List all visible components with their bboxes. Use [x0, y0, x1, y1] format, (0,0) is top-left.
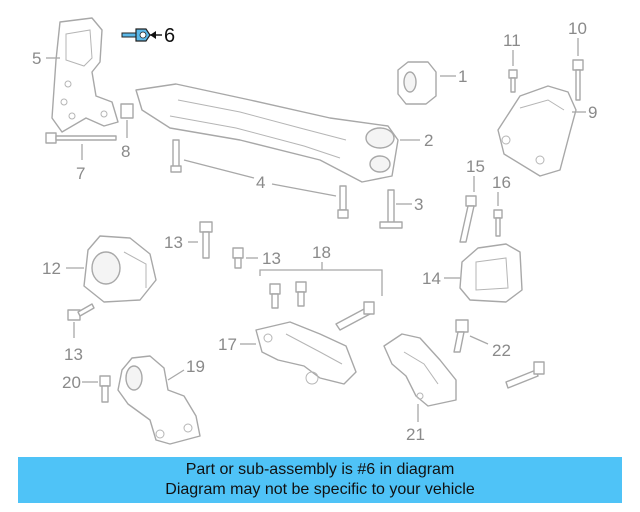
- part-2-crossmember[interactable]: [135, 83, 399, 183]
- callout-8: 8: [121, 142, 130, 161]
- callout-23: 22: [492, 341, 511, 360]
- banner-line-2: Diagram may not be specific to your vehi…: [165, 481, 475, 498]
- part-12-mount[interactable]: [83, 235, 157, 303]
- part-8-nut[interactable]: [120, 103, 134, 119]
- part-3-bracket[interactable]: [379, 189, 403, 229]
- info-banner: Part or sub-assembly is #6 in diagram Di…: [18, 457, 622, 503]
- callout-17: 16: [492, 173, 511, 192]
- part-1-mount[interactable]: [397, 61, 437, 105]
- part-23-bolts[interactable]: [453, 319, 545, 389]
- callout-6: 6: [164, 25, 175, 47]
- callout-13a: 13: [262, 249, 281, 268]
- part-10-bolt[interactable]: [572, 59, 584, 101]
- callout-3: 3: [414, 195, 423, 214]
- part-6-bolt[interactable]: [121, 28, 151, 42]
- part-17-bolt[interactable]: [493, 209, 503, 237]
- part-19-group[interactable]: [259, 269, 383, 331]
- callout-13b: 13: [64, 345, 83, 364]
- callout-19: 18: [312, 243, 331, 262]
- callout-12: 12: [42, 259, 61, 278]
- callout-15: 14: [422, 269, 441, 288]
- callout-10: 10: [568, 19, 587, 38]
- part-4-bolts[interactable]: [170, 139, 349, 219]
- part-16-bolt[interactable]: [459, 195, 477, 243]
- part-7-bolt[interactable]: [45, 132, 117, 144]
- part-20-mount[interactable]: [117, 355, 201, 445]
- callout-7: 7: [76, 164, 85, 183]
- banner-line-1: Part or sub-assembly is #6 in diagram: [185, 461, 455, 478]
- callout-4: 4: [256, 173, 265, 192]
- part-22-bracket[interactable]: [383, 333, 457, 407]
- callout-2: 2: [424, 131, 433, 150]
- part-18-bracket[interactable]: [255, 321, 357, 385]
- part-5-bracket[interactable]: [51, 17, 119, 133]
- part-11-bolt[interactable]: [508, 69, 518, 93]
- callout-21: 20: [62, 373, 81, 392]
- callout-16: 15: [466, 157, 485, 176]
- part-21-bolt[interactable]: [99, 375, 111, 403]
- part-14-bolt[interactable]: [199, 221, 213, 259]
- part-9-mount[interactable]: [497, 85, 577, 177]
- part-15-mount[interactable]: [459, 243, 523, 303]
- callout-22: 21: [406, 425, 425, 444]
- callout-18: 17: [218, 335, 237, 354]
- callout-9: 9: [588, 103, 597, 122]
- callout-5: 5: [32, 49, 41, 68]
- part-13-bolt-lower[interactable]: [67, 303, 95, 321]
- callout-14: 13: [164, 233, 183, 252]
- callout-1: 1: [458, 67, 467, 86]
- part-13-bolt-upper[interactable]: [232, 247, 244, 269]
- callout-20: 19: [186, 357, 205, 376]
- callout-11: 11: [503, 31, 521, 50]
